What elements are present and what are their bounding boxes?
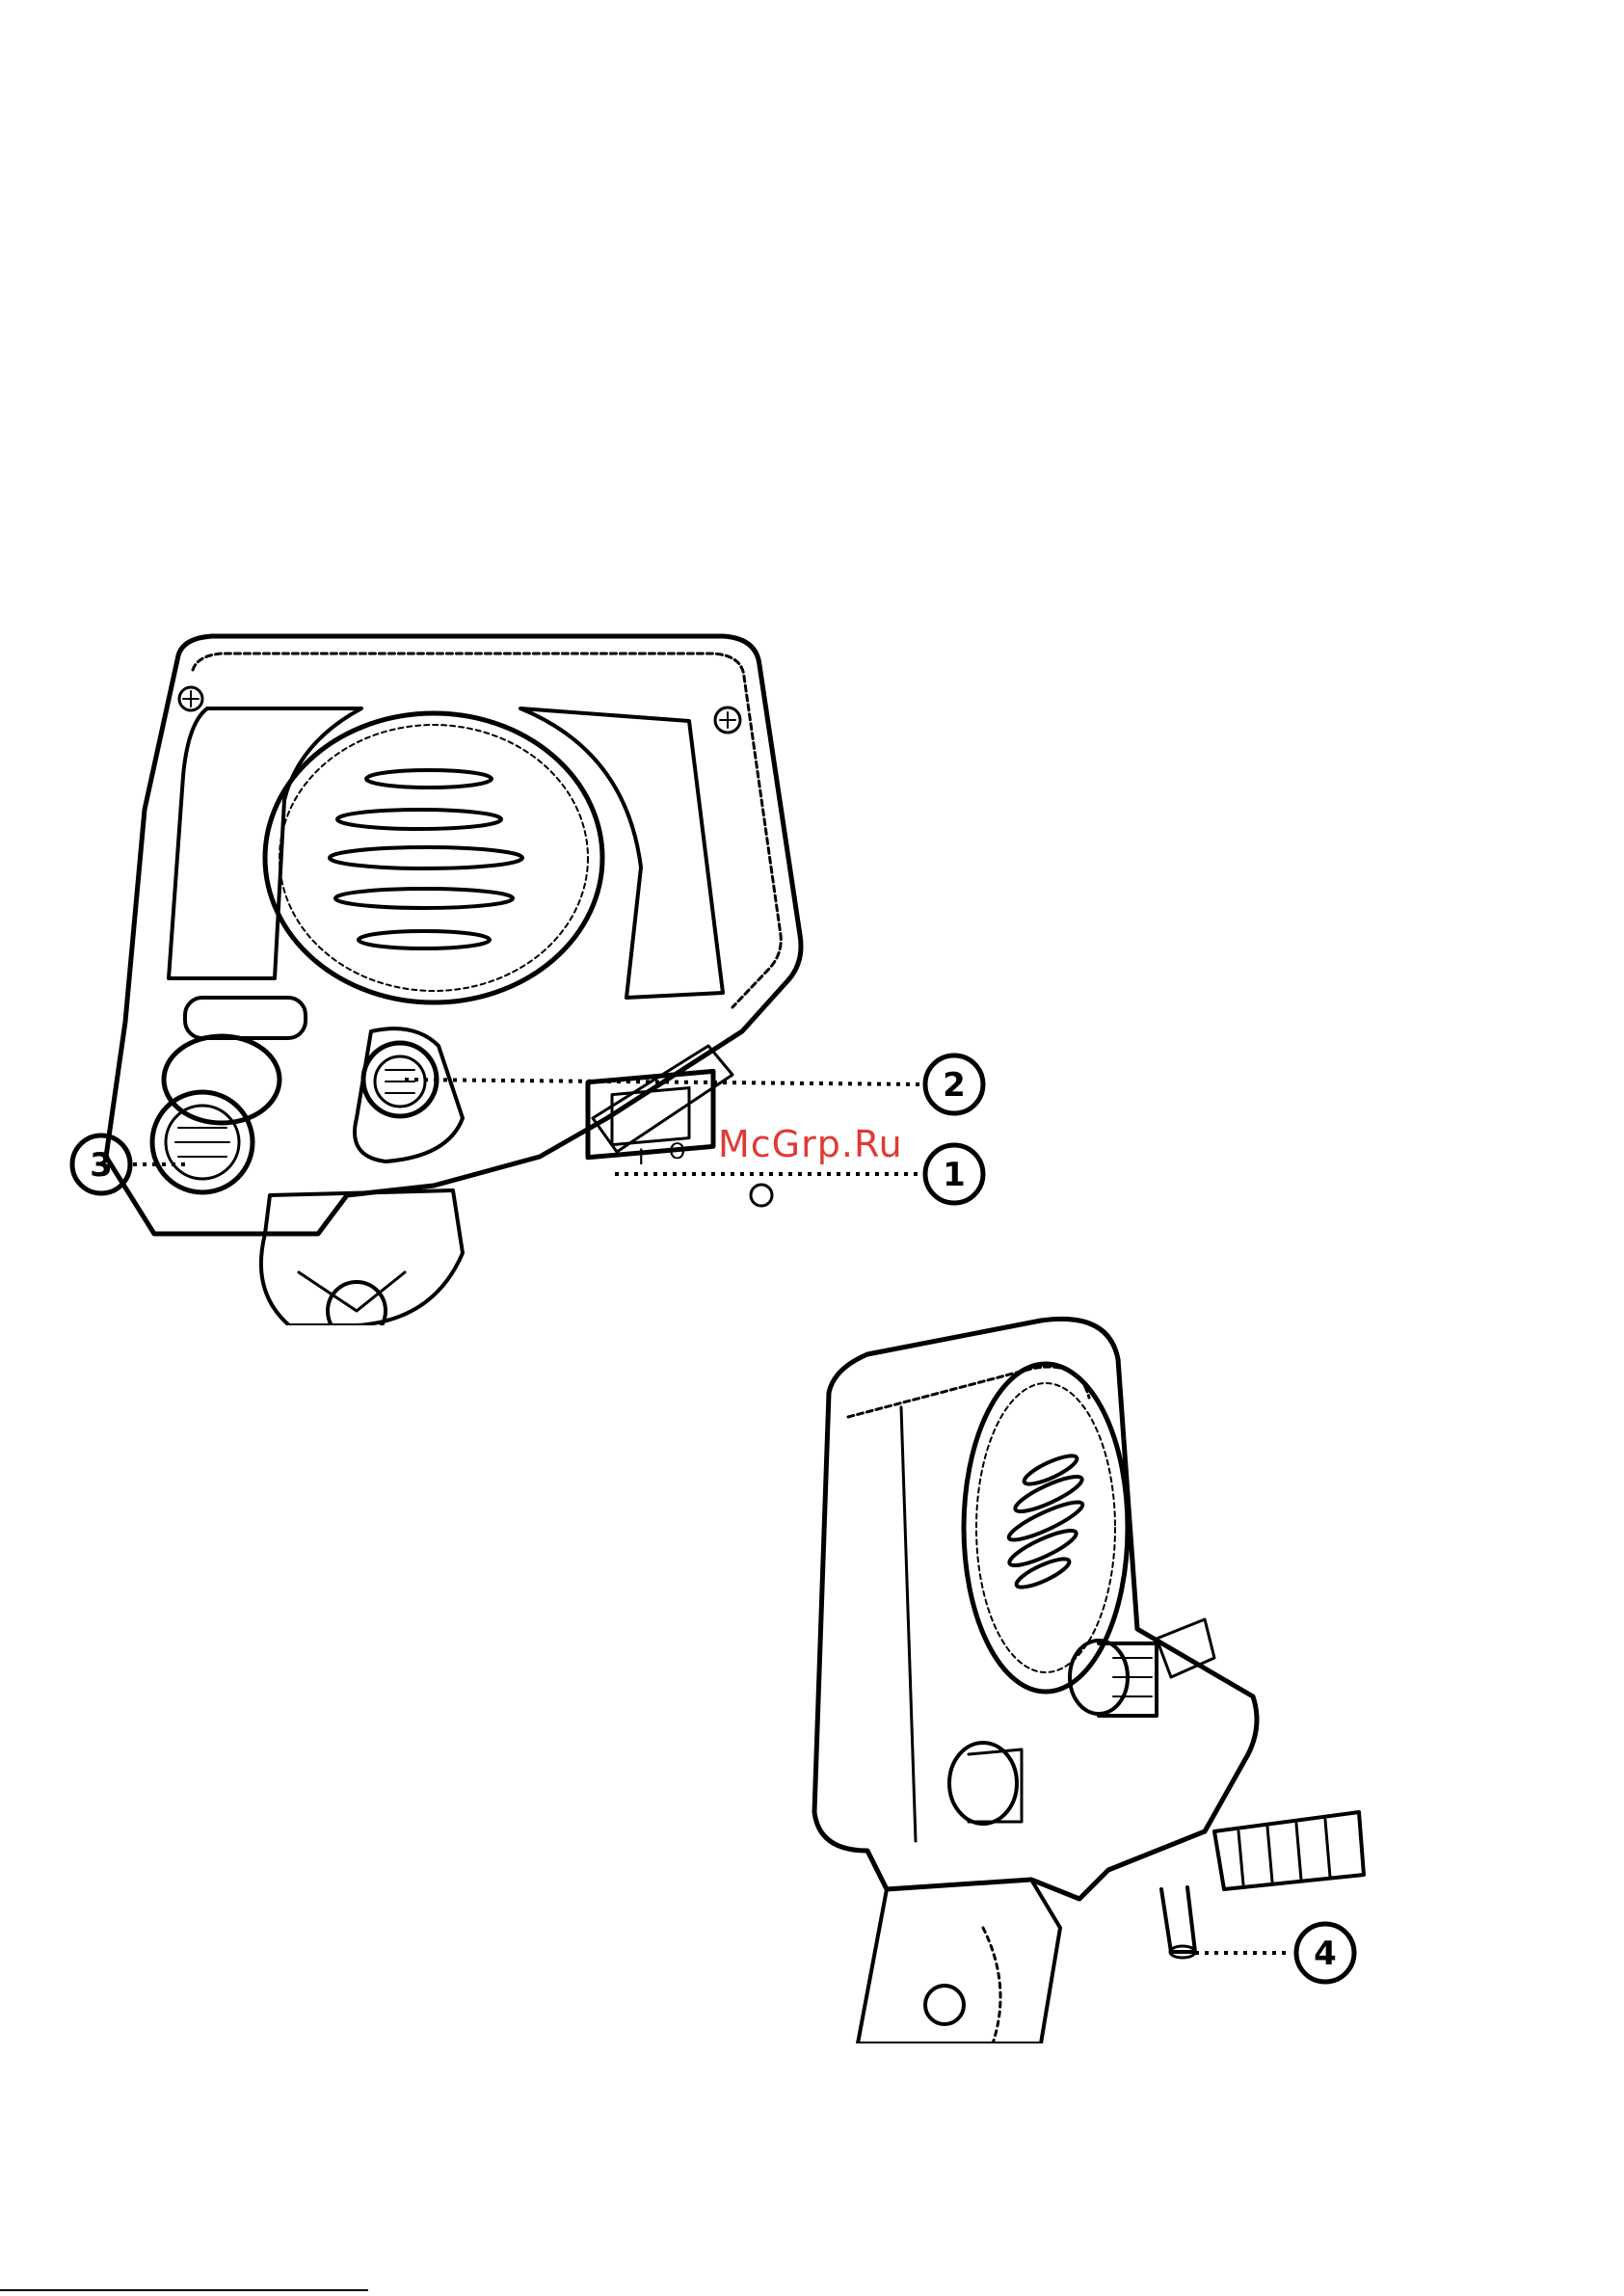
footer-rule (0, 2289, 368, 2291)
svg-text:4: 4 (1314, 1935, 1337, 1973)
callout-4: 4 (1296, 1924, 1354, 1982)
callout-1: 1 (925, 1145, 983, 1203)
callout-2: 2 (925, 1055, 983, 1113)
watermark-text: McGrp.Ru (718, 1123, 903, 1165)
svg-text:2: 2 (943, 1066, 966, 1105)
connector-side-top (1070, 1641, 1157, 1716)
callouts-side: 4 (1176, 1918, 1407, 1995)
callout-3: 3 (72, 1135, 130, 1193)
housing-side-outline (814, 1319, 1257, 1899)
svg-text:1: 1 (943, 1156, 966, 1194)
speaker-slots-side (1005, 1451, 1086, 1592)
connector-side-bottom (949, 1743, 1022, 1824)
cable (1214, 1812, 1364, 1889)
svg-text:3: 3 (90, 1146, 113, 1185)
